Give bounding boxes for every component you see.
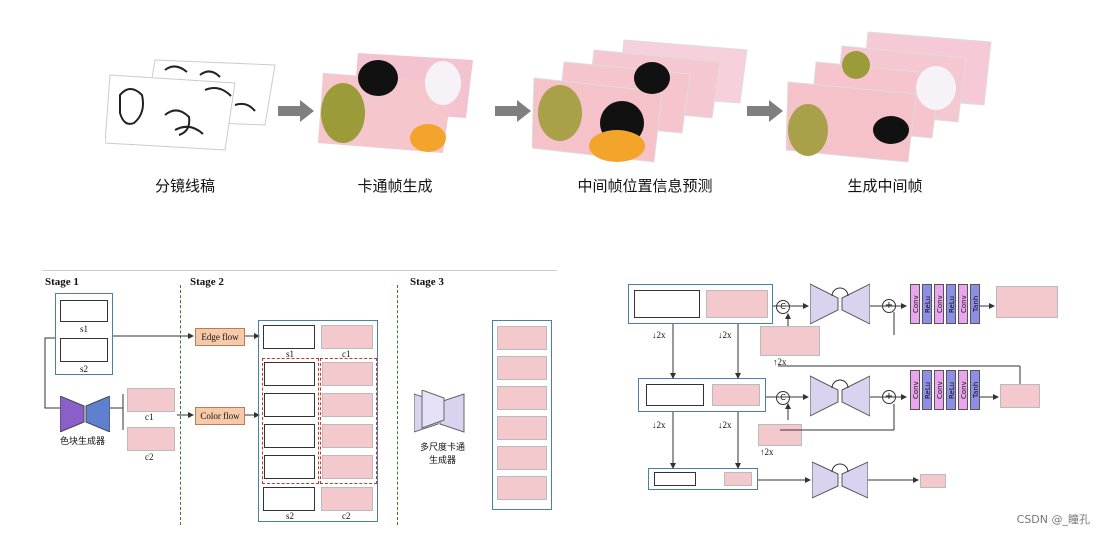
downsample-label: ↓2x: [718, 420, 732, 430]
output-frame: [497, 416, 547, 440]
sketch-frames-image: [105, 59, 276, 151]
stage-2-label: Stage 2: [190, 276, 224, 288]
color-block-c2: [127, 427, 175, 451]
sketch-s2: [60, 338, 108, 362]
stage-3-label: Stage 3: [410, 276, 444, 288]
label-s1: s1: [286, 349, 295, 359]
color-c2: [321, 487, 373, 511]
downsample-label: ↓2x: [652, 420, 666, 430]
output-frame: [497, 476, 547, 500]
block-generator-label: 色块生成器: [60, 436, 106, 446]
label-c1: c1: [342, 349, 351, 359]
generator-icon: [810, 375, 870, 417]
downsample-label: ↓2x: [652, 330, 666, 340]
label-c2: c2: [342, 511, 351, 521]
input-pair-frame: [638, 378, 766, 412]
downsample-label: ↓2x: [718, 330, 732, 340]
color-flow-box: Color flow: [195, 407, 245, 425]
interp-sketch: [264, 362, 315, 386]
generator-icon: [810, 283, 870, 325]
position-prediction-image: [532, 39, 748, 163]
output-frame: [497, 356, 547, 380]
caption-position-predict: 中间帧位置信息预测: [577, 177, 713, 195]
color-c1: [321, 325, 373, 349]
color-block-c1: [127, 388, 175, 412]
caption-storyboard: 分镜线稿: [154, 177, 215, 195]
sketch-s1: [263, 325, 315, 349]
color-block-generator-icon: [60, 396, 110, 432]
label-c2: c2: [145, 452, 154, 462]
output-frame: [497, 386, 547, 410]
generator-icon: [812, 461, 868, 499]
interp-color: [322, 424, 373, 448]
stage3-output-frame: [492, 320, 552, 510]
sketch-s1: [60, 300, 108, 322]
sketch-input: [634, 290, 700, 318]
multi-generator-label: 多尺度卡通 生成器: [420, 442, 466, 465]
input-pair-frame: [628, 284, 773, 324]
color-input: [724, 472, 752, 486]
color-input: [712, 384, 760, 406]
interp-color: [322, 455, 373, 479]
stage-divider: [180, 285, 181, 525]
sketch-input-frame: [55, 293, 113, 375]
output-frame: [920, 474, 946, 488]
output-frame: [1000, 384, 1040, 408]
output-frame: [996, 286, 1058, 318]
label-s2: s2: [80, 364, 89, 374]
output-frame: [497, 326, 547, 350]
sketch-input: [654, 472, 696, 486]
upsampled-frame: [760, 326, 820, 356]
stage-1-label: Stage 1: [45, 276, 79, 288]
label-s1: s1: [80, 324, 89, 334]
interp-color-group: [320, 358, 377, 484]
arrow-icon: [495, 100, 531, 122]
color-input: [706, 290, 768, 318]
output-frame: [497, 446, 547, 470]
interp-color: [322, 362, 373, 386]
multi-scale-generator-icon: [414, 390, 465, 433]
interp-color: [322, 393, 373, 417]
stage-divider: [397, 285, 398, 525]
interp-sketch: [264, 455, 315, 479]
interp-sketch-group: [262, 358, 319, 484]
caption-cartoon-gen: 卡通帧生成: [357, 177, 433, 195]
upsample-label: ↑2x: [773, 357, 787, 367]
interp-sketch: [264, 393, 315, 417]
divider: [42, 270, 557, 271]
generated-frames-image: [786, 31, 992, 163]
cartoon-frame-image: [318, 53, 473, 153]
connector-lines: [670, 303, 1021, 483]
stage2-output-frame: [258, 320, 378, 522]
input-pair-frame: [648, 468, 758, 490]
arrow-icon: [278, 100, 314, 122]
sketch-input: [646, 384, 704, 406]
edge-flow-box: Edge flow: [195, 328, 245, 346]
label-c1: c1: [145, 412, 154, 422]
sketch-s2: [263, 487, 315, 511]
interp-sketch: [264, 424, 315, 448]
flow-arrows: [113, 333, 260, 418]
label-s2: s2: [286, 511, 295, 521]
upsample-label: ↑2x: [760, 447, 774, 457]
watermark: CSDN @_瞳孔: [1016, 513, 1090, 526]
arrow-icon: [747, 100, 783, 122]
caption-generate-mid: 生成中间帧: [847, 177, 923, 195]
